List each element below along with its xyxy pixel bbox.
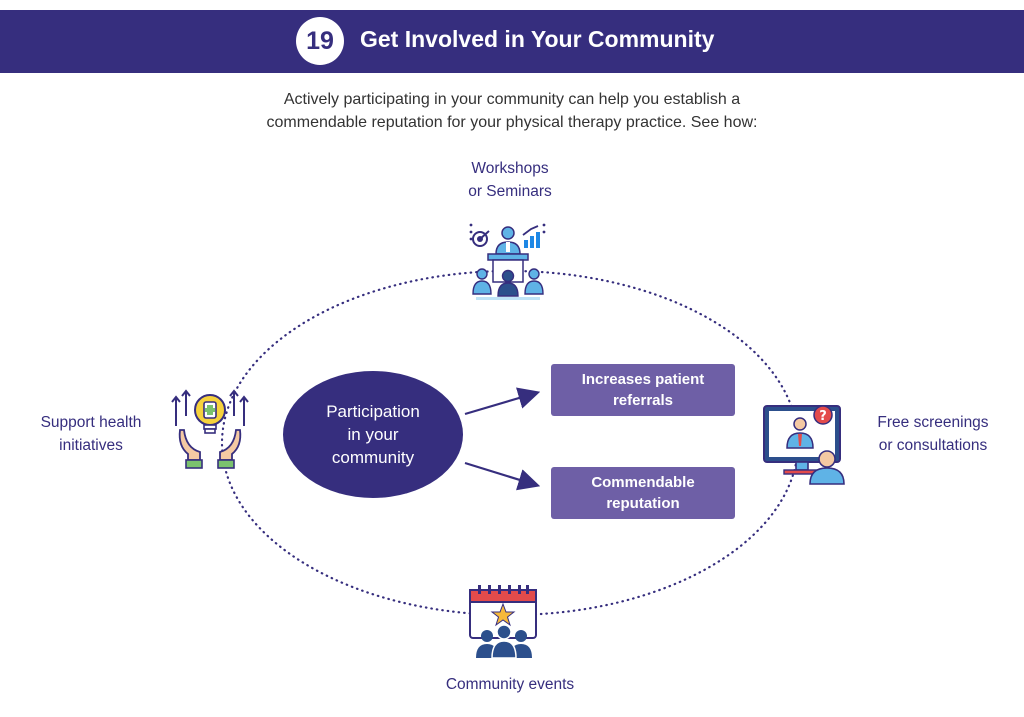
- svg-text:?: ?: [819, 409, 827, 424]
- outcome-box-reputation: Commendable reputation: [551, 467, 735, 519]
- support-health-line-2: initiatives: [59, 437, 123, 454]
- center-line-3: community: [331, 448, 415, 467]
- presentation-podium-icon: [469, 223, 546, 300]
- center-line-2: in your: [347, 425, 399, 444]
- video-consultation-monitor-icon: ?: [763, 405, 845, 485]
- intro-text: Actively participating in your community…: [200, 88, 824, 134]
- hands-lightbulb-health-icon: [171, 389, 249, 469]
- node-label-support-health: Support health initiatives: [20, 411, 162, 457]
- support-health-line-1: Support health: [40, 414, 142, 431]
- community-events-line-1: Community events: [445, 676, 575, 693]
- page-title: Get Involved in Your Community: [360, 26, 715, 52]
- free-screenings-line-2: or consultations: [878, 437, 988, 454]
- center-line-1: Participation: [326, 402, 420, 421]
- intro-line-2: commendable reputation for your physical…: [266, 114, 758, 131]
- node-label-workshops: Workshops or Seminars: [440, 157, 580, 203]
- header-bar: [0, 10, 1024, 73]
- outcome-referrals-line-2: referrals: [612, 392, 674, 409]
- outcome-box-referrals: Increases patient referrals: [551, 364, 735, 416]
- calendar-people-star-icon: [469, 585, 537, 659]
- outcome-reputation-line-1: Commendable: [591, 474, 695, 491]
- node-label-free-screenings: Free screenings or consultations: [860, 411, 1006, 457]
- workshops-line-2: or Seminars: [468, 183, 552, 200]
- center-participation-node: Participation in your community: [283, 371, 463, 498]
- free-screenings-line-1: Free screenings: [877, 414, 989, 431]
- outcome-referrals-line-1: Increases patient: [581, 371, 705, 388]
- intro-line-1: Actively participating in your community…: [283, 91, 741, 108]
- arrow-to-referrals: [464, 387, 541, 416]
- node-label-community-events: Community events: [420, 673, 600, 696]
- outcome-reputation-line-2: reputation: [606, 495, 680, 512]
- arrow-to-reputation: [464, 461, 541, 491]
- workshops-line-1: Workshops: [471, 160, 549, 177]
- step-number-badge: 19: [296, 17, 344, 65]
